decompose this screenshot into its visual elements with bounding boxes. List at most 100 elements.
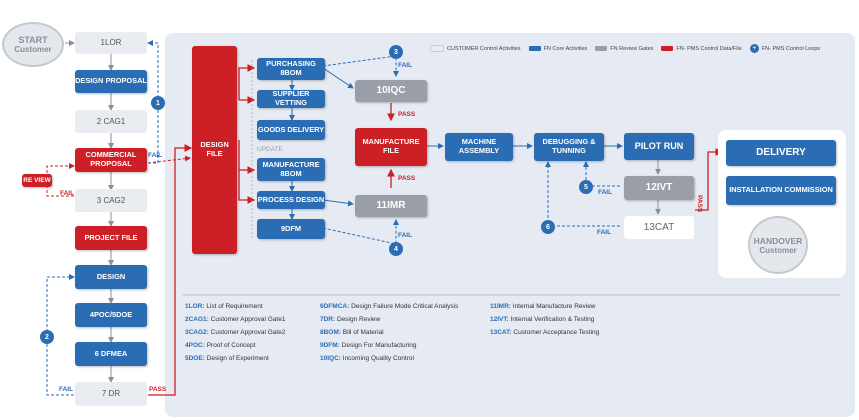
design-proposal-label: DESIGN PROPOSAL (75, 76, 147, 86)
glossary-text: Design of Experiment (206, 355, 269, 362)
glossary-text: Design For Manufacturing (341, 342, 417, 349)
iqc-gate[interactable]: 10IQC (355, 80, 427, 102)
glossary-entry: 6DFMCA: Design Failure Mode Critical Ana… (320, 303, 458, 310)
legend: CUSTOMER Control Activities FN Core Acti… (430, 44, 820, 53)
legend-swatch (595, 46, 608, 51)
manufacture-bom-box[interactable]: MANUFACTURE 8BOM (257, 158, 325, 181)
handover-customer: HANDOVER Customer (748, 216, 808, 274)
commercial-proposal-box[interactable]: COMMERCIAL PROPOSAL (75, 148, 147, 172)
dr-box[interactable]: 7 DR (75, 382, 147, 406)
glossary-entry: 4POC: Proof of Concept (185, 342, 255, 349)
cat-box[interactable]: 13CAT (624, 216, 694, 239)
cag1-label: 2 CAG1 (96, 116, 126, 126)
update-label: UPDATE (257, 146, 283, 153)
glossary-text: Proof of Concept (206, 342, 256, 349)
review-label: RE VIEW (23, 176, 51, 184)
start-sublabel: Customer (14, 45, 52, 54)
glossary-text: List of Requirement (206, 303, 263, 310)
control-loop-2: 2 (40, 330, 54, 344)
fail-label-dr: FAIL (59, 386, 74, 393)
glossary-text: Bill of Material (342, 329, 384, 336)
dfmea-label: 6 DFMEA (94, 348, 128, 358)
loop-4-number: 4 (394, 245, 398, 253)
supplier-vetting-box[interactable]: SUPPLIER VETTING (257, 90, 325, 108)
legend-label: FN Review Gates (610, 45, 654, 52)
glossary-text: Incoming Quality Control (342, 355, 414, 362)
goods-delivery-box[interactable]: GOODS DELIVERY (257, 120, 325, 140)
dfmea-box[interactable]: 6 DFMEA (75, 342, 147, 366)
manufacture-file-box[interactable]: MANUFACTURE FILE (355, 128, 427, 166)
control-loop-1: 1 (151, 96, 165, 110)
glossary-entry: 2CAG1: Customer Approval Gate1 (185, 316, 285, 323)
legend-item: FN Core Activities (528, 45, 588, 52)
cat-label: 13CAT (643, 221, 675, 233)
fail-label-cag2: FAIL (60, 190, 75, 197)
delivery-box[interactable]: DELIVERY (726, 140, 836, 166)
pass-label-iqc: PASS (398, 111, 416, 118)
design-file-label: DESIGN FILE (200, 140, 229, 158)
glossary-abbr: 3CAG2: (185, 329, 209, 336)
glossary-abbr: 7DR: (320, 316, 336, 323)
glossary-abbr: 6DFMCA: (320, 303, 350, 310)
design-proposal-box[interactable]: DESIGN PROPOSAL (75, 70, 147, 93)
glossary-text: Internal Verification & Testing (510, 316, 595, 323)
machine-assembly-label: MACHINE ASSEMBLY (458, 137, 500, 155)
poc-doe-label: 4POC/5DOE (89, 309, 133, 319)
loop-3-number: 3 (394, 48, 398, 56)
installation-commission-label: INSTALLATION COMMISSION (729, 185, 833, 195)
cag2-box[interactable]: 3 CAG2 (75, 189, 147, 212)
lor-box[interactable]: 1LOR (75, 32, 147, 54)
dfm-label: 9DFM (280, 223, 302, 233)
glossary-entry: 10IQC: Incoming Quality Control (320, 355, 414, 362)
process-design-label: PROCESS DESIGN (257, 194, 325, 204)
legend-item: +FN- PMS Control Loops (749, 44, 820, 53)
goods-delivery-label: GOODS DELIVERY (257, 124, 325, 134)
control-loop-4: 4 (389, 242, 403, 256)
glossary-abbr: 12IVT: (490, 316, 509, 323)
ivt-label: 12IVT (645, 182, 673, 194)
control-loop-3: 3 (389, 45, 403, 59)
handover-label: HANDOVER (753, 235, 803, 246)
legend-label: FN Core Activities (543, 45, 588, 52)
loop-1-number: 1 (156, 99, 160, 107)
dfm-box[interactable]: 9DFM (257, 219, 325, 239)
design-label: DESIGN (96, 271, 126, 281)
supplier-vetting-label: SUPPLIER VETTING (272, 89, 310, 107)
imr-label: 11IMR (376, 200, 406, 212)
purchasing-bom-label: PURCHASING 8BOM (266, 59, 316, 77)
glossary-entry: 1LOR: List of Requirement (185, 303, 263, 310)
machine-assembly-box[interactable]: MACHINE ASSEMBLY (445, 133, 513, 161)
lor-label: 1LOR (100, 38, 122, 48)
glossary-text: Internal Manufacture Review (512, 303, 596, 310)
glossary-text: Design Failure Mode Critical Analysis (351, 303, 459, 310)
imr-gate[interactable]: 11IMR (355, 195, 427, 217)
start-label: START (18, 35, 48, 45)
pass-label-dr: PASS (149, 386, 167, 393)
poc-doe-box[interactable]: 4POC/5DOE (75, 303, 147, 327)
debugging-tuning-box[interactable]: DEBUGGING & TUNNING (534, 133, 604, 161)
project-file-box[interactable]: PROJECT FILE (75, 226, 147, 250)
glossary-entry: 9DFM: Design For Manufacturing (320, 342, 416, 349)
design-box[interactable]: DESIGN (75, 265, 147, 289)
glossary-entry: 3CAG2: Customer Approval Gate2 (185, 329, 285, 336)
purchasing-bom-box[interactable]: PURCHASING 8BOM (257, 58, 325, 80)
glossary-text: Customer Approval Gate1 (210, 316, 286, 323)
legend-swatch (661, 46, 674, 51)
legend-item: FN Review Gates (595, 46, 653, 52)
process-design-box[interactable]: PROCESS DESIGN (257, 191, 325, 209)
glossary-abbr: 10IQC: (320, 355, 341, 362)
design-file-box[interactable]: DESIGN FILE (192, 46, 237, 254)
ivt-gate[interactable]: 12IVT (624, 176, 694, 200)
pilot-run-label: PILOT RUN (634, 141, 684, 152)
fail-label-iqc: FAIL (398, 62, 413, 69)
loop-2-number: 2 (45, 333, 49, 341)
glossary-entry: 13CAT: Customer Acceptance Testing (490, 329, 599, 336)
cag1-box[interactable]: 2 CAG1 (75, 110, 147, 133)
installation-commission-box[interactable]: INSTALLATION COMMISSION (726, 176, 836, 205)
pilot-run-box[interactable]: PILOT RUN (624, 133, 694, 160)
glossary-abbr: 11IMR: (490, 303, 511, 310)
cag2-label: 3 CAG2 (96, 195, 126, 205)
legend-item: CUSTOMER Control Activities (430, 45, 521, 52)
commercial-proposal-label: COMMERCIAL PROPOSAL (85, 150, 137, 168)
